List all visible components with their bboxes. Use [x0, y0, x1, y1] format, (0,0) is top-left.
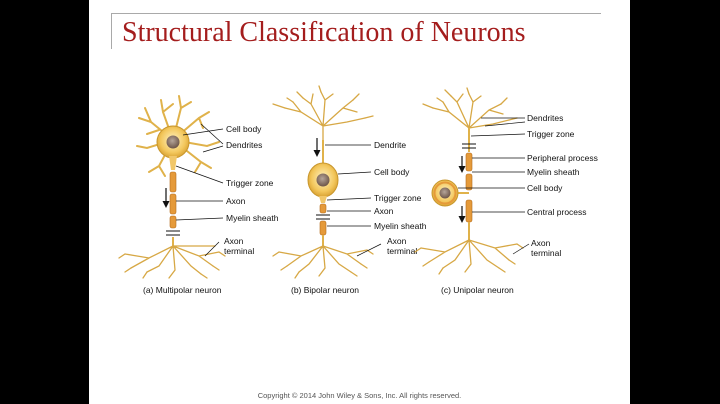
unipolar-cell-body-label: Cell body — [527, 183, 563, 193]
bipolar-axon-hillock — [319, 196, 327, 203]
bipolar-impulse-arrow — [313, 138, 321, 157]
unipolar-central-process-label: Central process — [527, 207, 587, 217]
bipolar-caption: (b) Bipolar neuron — [291, 285, 359, 295]
unipolar-trigger-zone-label: Trigger zone — [527, 129, 575, 139]
slide: Structural Classification of Neurons — [89, 0, 630, 404]
bipolar-dendrite-tree — [272, 85, 374, 141]
multipolar-axon-hillock — [169, 156, 177, 170]
bipolar-axon-terminal-label-2: terminal — [387, 246, 417, 256]
multipolar-leader-lines — [175, 123, 224, 257]
multipolar-caption: (a) Multipolar neuron — [143, 285, 222, 295]
multipolar-axon-terminals — [118, 245, 226, 279]
title-rule — [111, 13, 601, 14]
neuron-diagram: Cell body Dendrites Trigger zone Axon My… — [118, 85, 598, 295]
bipolar-cell-body-label: Cell body — [374, 167, 410, 177]
bipolar-neuron: Dendrite Cell body Trigger zone Axon Mye… — [272, 85, 427, 295]
unipolar-impulse-arrow-lower — [458, 206, 466, 223]
unipolar-leader-lines — [458, 117, 530, 255]
bipolar-axon-break — [316, 214, 330, 220]
unipolar-axon-break — [462, 143, 476, 149]
copyright-notice: Copyright © 2014 John Wiley & Sons, Inc.… — [257, 391, 462, 400]
multipolar-axon-break — [166, 230, 180, 236]
multipolar-axon-terminal-label-2: terminal — [224, 246, 254, 256]
multipolar-dendrites-label: Dendrites — [226, 140, 262, 150]
multipolar-impulse-arrow — [162, 188, 170, 208]
unipolar-axon-terminals — [414, 239, 524, 275]
multipolar-cell-body-label: Cell body — [226, 124, 262, 134]
unipolar-myelin-sheath — [465, 152, 473, 223]
bipolar-trigger-zone-label: Trigger zone — [374, 193, 422, 203]
bipolar-axon-terminals — [272, 245, 374, 279]
bipolar-dendrite-label: Dendrite — [374, 140, 406, 150]
bipolar-axon-terminal-label-1: Axon — [387, 236, 407, 246]
multipolar-axon-label: Axon — [226, 196, 246, 206]
unipolar-myelin-sheath-label: Myelin sheath — [527, 167, 580, 177]
unipolar-axon-terminal-label-1: Axon — [531, 238, 551, 248]
title-tick — [111, 13, 112, 49]
multipolar-dendrites — [136, 95, 220, 177]
unipolar-satellite — [433, 181, 457, 205]
bipolar-leader-lines — [325, 144, 382, 257]
unipolar-caption: (c) Unipolar neuron — [441, 285, 514, 295]
multipolar-myelin-sheath — [169, 171, 177, 229]
unipolar-neuron: Dendrites Trigger zone Peripheral proces… — [414, 87, 598, 295]
unipolar-impulse-arrow-upper — [458, 156, 466, 173]
unipolar-nucleus — [439, 187, 451, 199]
bipolar-myelin-sheath-label: Myelin sheath — [374, 221, 427, 231]
unipolar-axon-terminal-label-2: terminal — [531, 248, 561, 258]
multipolar-nucleus — [166, 135, 180, 149]
bipolar-axon-label: Axon — [374, 206, 394, 216]
unipolar-peripheral-process-label: Peripheral process — [527, 153, 598, 163]
multipolar-axon-terminal-label-1: Axon — [224, 236, 244, 246]
multipolar-neuron: Cell body Dendrites Trigger zone Axon My… — [118, 95, 279, 295]
bipolar-nucleus — [316, 173, 330, 187]
multipolar-trigger-zone-label: Trigger zone — [226, 178, 274, 188]
unipolar-dendrites-label: Dendrites — [527, 113, 563, 123]
unipolar-dendrite-tree — [422, 87, 518, 129]
multipolar-myelin-sheath-label: Myelin sheath — [226, 213, 279, 223]
slide-title: Structural Classification of Neurons — [122, 17, 526, 48]
